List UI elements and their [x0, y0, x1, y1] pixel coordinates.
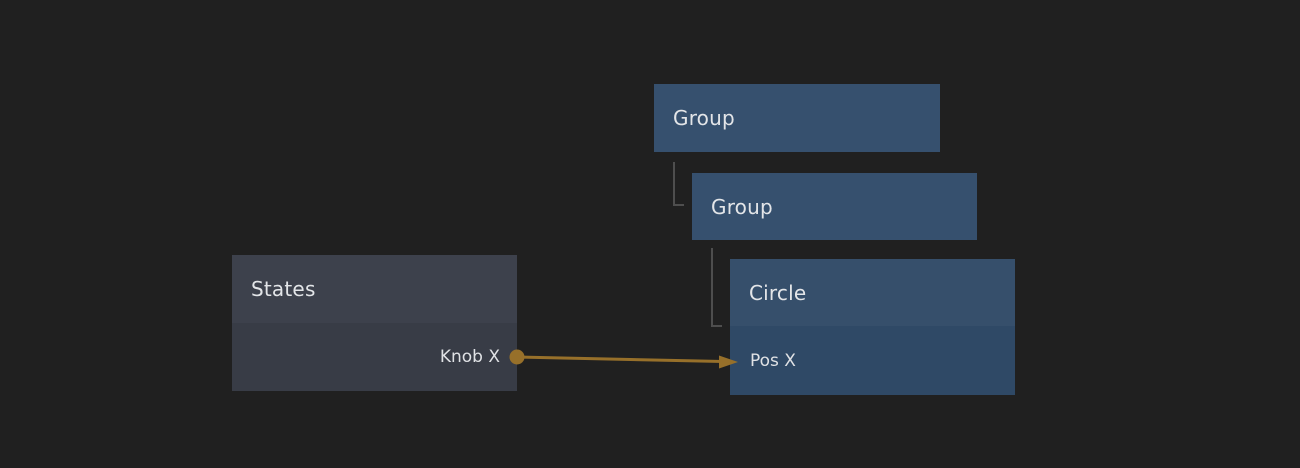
tree-connector-elbow-1 — [673, 204, 684, 206]
node-states[interactable]: States Knob X — [232, 255, 517, 391]
tree-connector-vertical-1 — [673, 162, 675, 206]
node-states-title: States — [251, 277, 316, 301]
node-group-inner-header: Group — [692, 173, 977, 240]
node-group-inner[interactable]: Group — [692, 173, 977, 240]
node-group-outer-header: Group — [654, 84, 940, 152]
node-circle-property-row[interactable]: Pos X — [730, 326, 1015, 395]
node-group-outer-title: Group — [673, 106, 735, 130]
node-states-header: States — [232, 255, 517, 323]
node-group-outer[interactable]: Group — [654, 84, 940, 152]
property-label-knob-x: Knob X — [439, 347, 500, 367]
connection-wire[interactable] — [516, 355, 724, 363]
node-states-property-row[interactable]: Knob X — [232, 323, 517, 391]
property-label-pos-x: Pos X — [750, 350, 796, 371]
node-circle-header: Circle — [730, 259, 1015, 326]
tree-connector-vertical-2 — [711, 248, 713, 327]
node-circle-title: Circle — [749, 280, 807, 305]
node-circle[interactable]: Circle Pos X — [730, 259, 1015, 395]
tree-connector-elbow-2 — [711, 325, 722, 327]
node-group-inner-title: Group — [711, 194, 773, 219]
